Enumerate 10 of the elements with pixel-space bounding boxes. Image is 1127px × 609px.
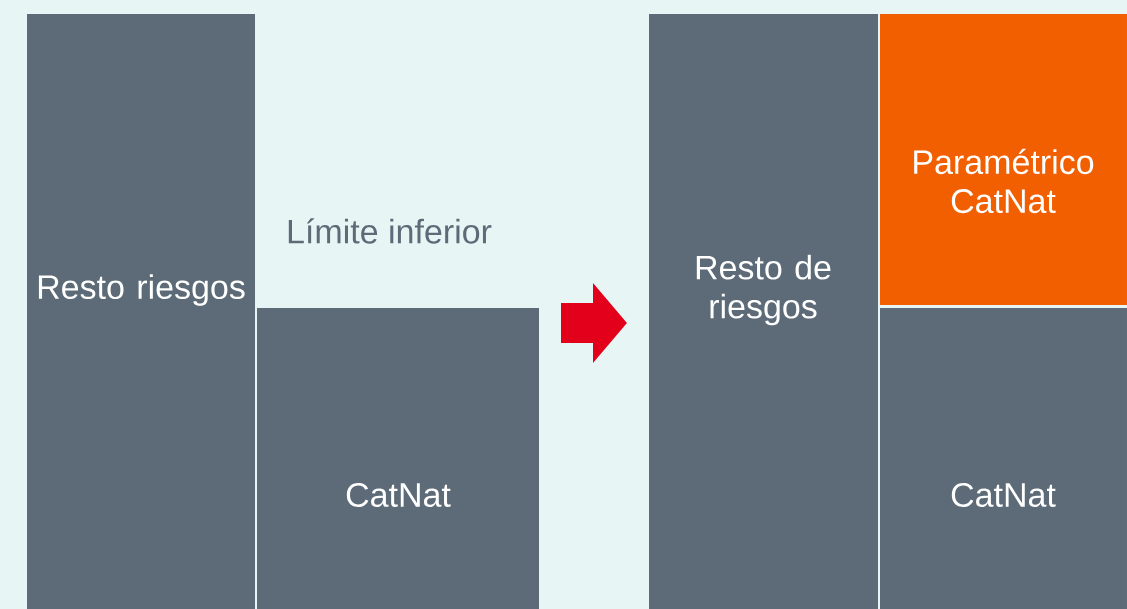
bar-box: Resto de riesgos (649, 14, 878, 609)
node-label: Resto riesgos (38, 274, 245, 306)
bar-box: Paramétrico CatNat (880, 14, 1127, 305)
node-label: CatNat (346, 482, 451, 508)
text-label: Límite inferior (288, 218, 492, 244)
bar-box: Resto riesgos (27, 14, 255, 609)
node-label: CatNat (951, 482, 1056, 508)
bar-box: CatNat (257, 308, 539, 609)
bar-box: CatNat (880, 308, 1127, 609)
node-label: Resto de riesgos (696, 254, 831, 326)
